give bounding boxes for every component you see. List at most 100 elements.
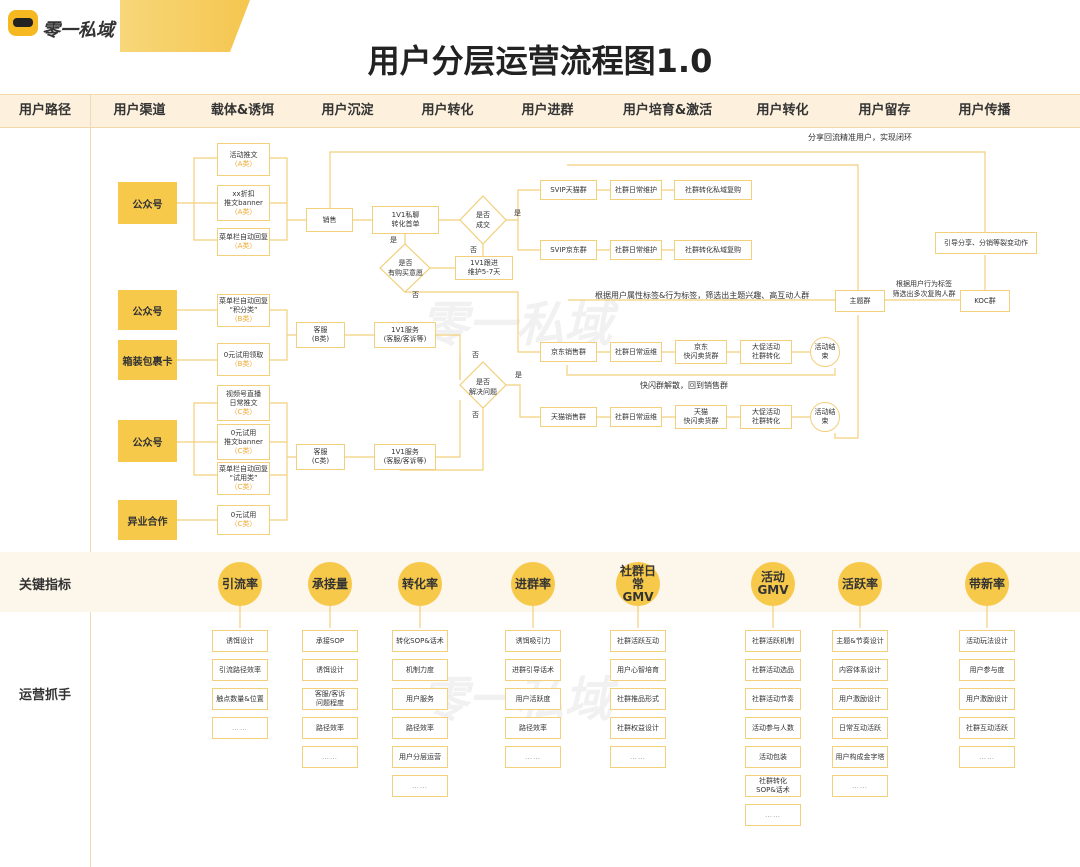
loop-note: 分享回流精准用户，实现闭环 [808, 133, 912, 142]
ops-item: …… [959, 746, 1015, 768]
robot-logo-icon [8, 10, 38, 36]
ops-item: 日常互动活跃 [832, 717, 888, 739]
ops-item: 社群转化 SOP&话术 [745, 775, 801, 797]
svip-jd-group: SVIP京东群 [540, 240, 597, 260]
logo-text: 零一私域 [42, 20, 114, 41]
carrier-c3: 菜单栏自动回复 “试用类”（C类） [217, 462, 270, 495]
yes-label: 是 [515, 371, 522, 379]
header-cell: 用户转化 [756, 103, 809, 118]
no-label: 否 [470, 246, 477, 254]
yes-label: 是 [390, 236, 397, 244]
carrier-c2: 0元试用 推文banner（C类） [217, 424, 270, 460]
ops-item: 用户心智培育 [610, 659, 666, 681]
daily-maintain-box: 社群日常维护 [610, 240, 662, 260]
carrier-a1: 活动推文（A类） [217, 143, 270, 176]
metric-circle: 社群日常 GMV [616, 562, 660, 606]
service-b-box: 1V1服务 (客服/客诉等) [374, 322, 436, 348]
jd-sales-group: 京东销售群 [540, 342, 597, 362]
jd-flash-group: 京东 快闪卖货群 [675, 340, 727, 364]
svip-tmall-group: SVIP天猫群 [540, 180, 597, 200]
ops-item: …… [302, 746, 358, 768]
ops-item: 社群活跃互动 [610, 630, 666, 652]
ops-item: 社群活动选品 [745, 659, 801, 681]
channel-gzh: 公众号 [118, 420, 177, 462]
metric-circle: 承接量 [308, 562, 352, 606]
header-cell: 用户渠道 [113, 103, 166, 118]
ops-item: 社群活动节奏 [745, 688, 801, 710]
koc-group: KOC群 [960, 290, 1010, 312]
ops-item: 机制力度 [392, 659, 448, 681]
metric-circle: 活跃率 [838, 562, 882, 606]
row-label-ops: 运营抓手 [18, 688, 71, 703]
metric-circle: 活动 GMV [751, 562, 795, 606]
no-label: 否 [472, 351, 479, 359]
carrier-b1: 菜单栏自动回复 “积分类”（B类） [217, 294, 270, 327]
metric-circle: 进群率 [511, 562, 555, 606]
ops-item: 承接SOP [302, 630, 358, 652]
intent-decision: 是否 有购买意愿 [388, 259, 423, 277]
ops-item: 诱饵吸引力 [505, 630, 561, 652]
community-ops-box: 社群日常运维 [610, 342, 662, 362]
solved-decision: 是否 解决问题 [469, 378, 497, 396]
cs-c-box: 客服 (C类) [296, 444, 345, 470]
page-title: 用户分层运营流程图1.0 [367, 42, 713, 80]
channel-gzh: 公众号 [118, 182, 177, 224]
tag-filter-note: 根据用户属性标签&行为标签，筛选出主题兴趣、高互动人群 [595, 291, 810, 300]
ops-item: 诱饵设计 [212, 630, 268, 652]
header-cell: 用户路径 [18, 103, 71, 118]
logo-banner [0, 0, 250, 52]
deal-decision: 是否 成交 [476, 211, 490, 229]
channel-partner: 异业合作 [118, 500, 177, 540]
carrier-c1: 视频号直播 日常推文（C类） [217, 385, 270, 421]
ops-item: 用户参与度 [959, 659, 1015, 681]
ops-item: 用户激励设计 [959, 688, 1015, 710]
carrier-a2: xx折扣 推文banner（A类） [217, 185, 270, 221]
ops-item: 用户构成金字塔 [832, 746, 888, 768]
ops-item: 社群互动活跃 [959, 717, 1015, 739]
ops-item: 用户活跃度 [505, 688, 561, 710]
ops-item: 触点数量&位置 [212, 688, 268, 710]
carrier-c4: 0元试用（C类） [217, 505, 270, 535]
ops-item: …… [392, 775, 448, 797]
metric-circle: 引流率 [218, 562, 262, 606]
follow-up-box: 1V1跟进 维护5-7天 [455, 256, 513, 280]
header-cell: 载体&诱饵 [210, 103, 275, 118]
row-label-key-metrics: 关键指标 [18, 578, 71, 593]
ops-item: 路径效率 [505, 717, 561, 739]
activity-end-node: 活动结束 [810, 402, 840, 432]
cs-b-box: 客服 (B类) [296, 322, 345, 348]
channel-gzh: 公众号 [118, 290, 177, 330]
ops-item: …… [212, 717, 268, 739]
ops-item: 主题&节奏设计 [832, 630, 888, 652]
promo-box: 大促活动 社群转化 [740, 405, 792, 429]
header-cell: 用户进群 [521, 103, 574, 118]
theme-group: 主题群 [835, 290, 885, 312]
repurchase-box: 社群转化私域复购 [674, 180, 752, 200]
ops-item: 引流路径效率 [212, 659, 268, 681]
share-action-box: 引导分享、分销等裂变动作 [935, 232, 1037, 254]
ops-item: 用户服务 [392, 688, 448, 710]
promo-box: 大促活动 社群转化 [740, 340, 792, 364]
tmall-flash-group: 天猫 快闪卖货群 [675, 405, 727, 429]
header-cell: 用户留存 [858, 103, 911, 118]
header-cell: 用户培育&激活 [622, 103, 713, 118]
ops-item: …… [832, 775, 888, 797]
daily-maintain-box: 社群日常维护 [610, 180, 662, 200]
ops-item: …… [745, 804, 801, 826]
metric-circle: 转化率 [398, 562, 442, 606]
yes-label: 是 [514, 209, 521, 217]
activity-end-node: 活动结束 [810, 337, 840, 367]
column-divider [90, 94, 91, 867]
ops-item: 活动玩法设计 [959, 630, 1015, 652]
ops-item: 活动参与人数 [745, 717, 801, 739]
ops-item: 社群推品形式 [610, 688, 666, 710]
ops-item: 诱饵设计 [302, 659, 358, 681]
header-cell: 用户转化 [421, 103, 474, 118]
no-label: 否 [412, 291, 419, 299]
ops-item: 路径效率 [392, 717, 448, 739]
community-ops-box: 社群日常运维 [610, 407, 662, 427]
koc-filter-note: 根据用户行为标签 筛选出多次复购人群 [892, 280, 956, 298]
ops-item: 路径效率 [302, 717, 358, 739]
ops-item: 客服/客诉 问题程度 [302, 688, 358, 710]
